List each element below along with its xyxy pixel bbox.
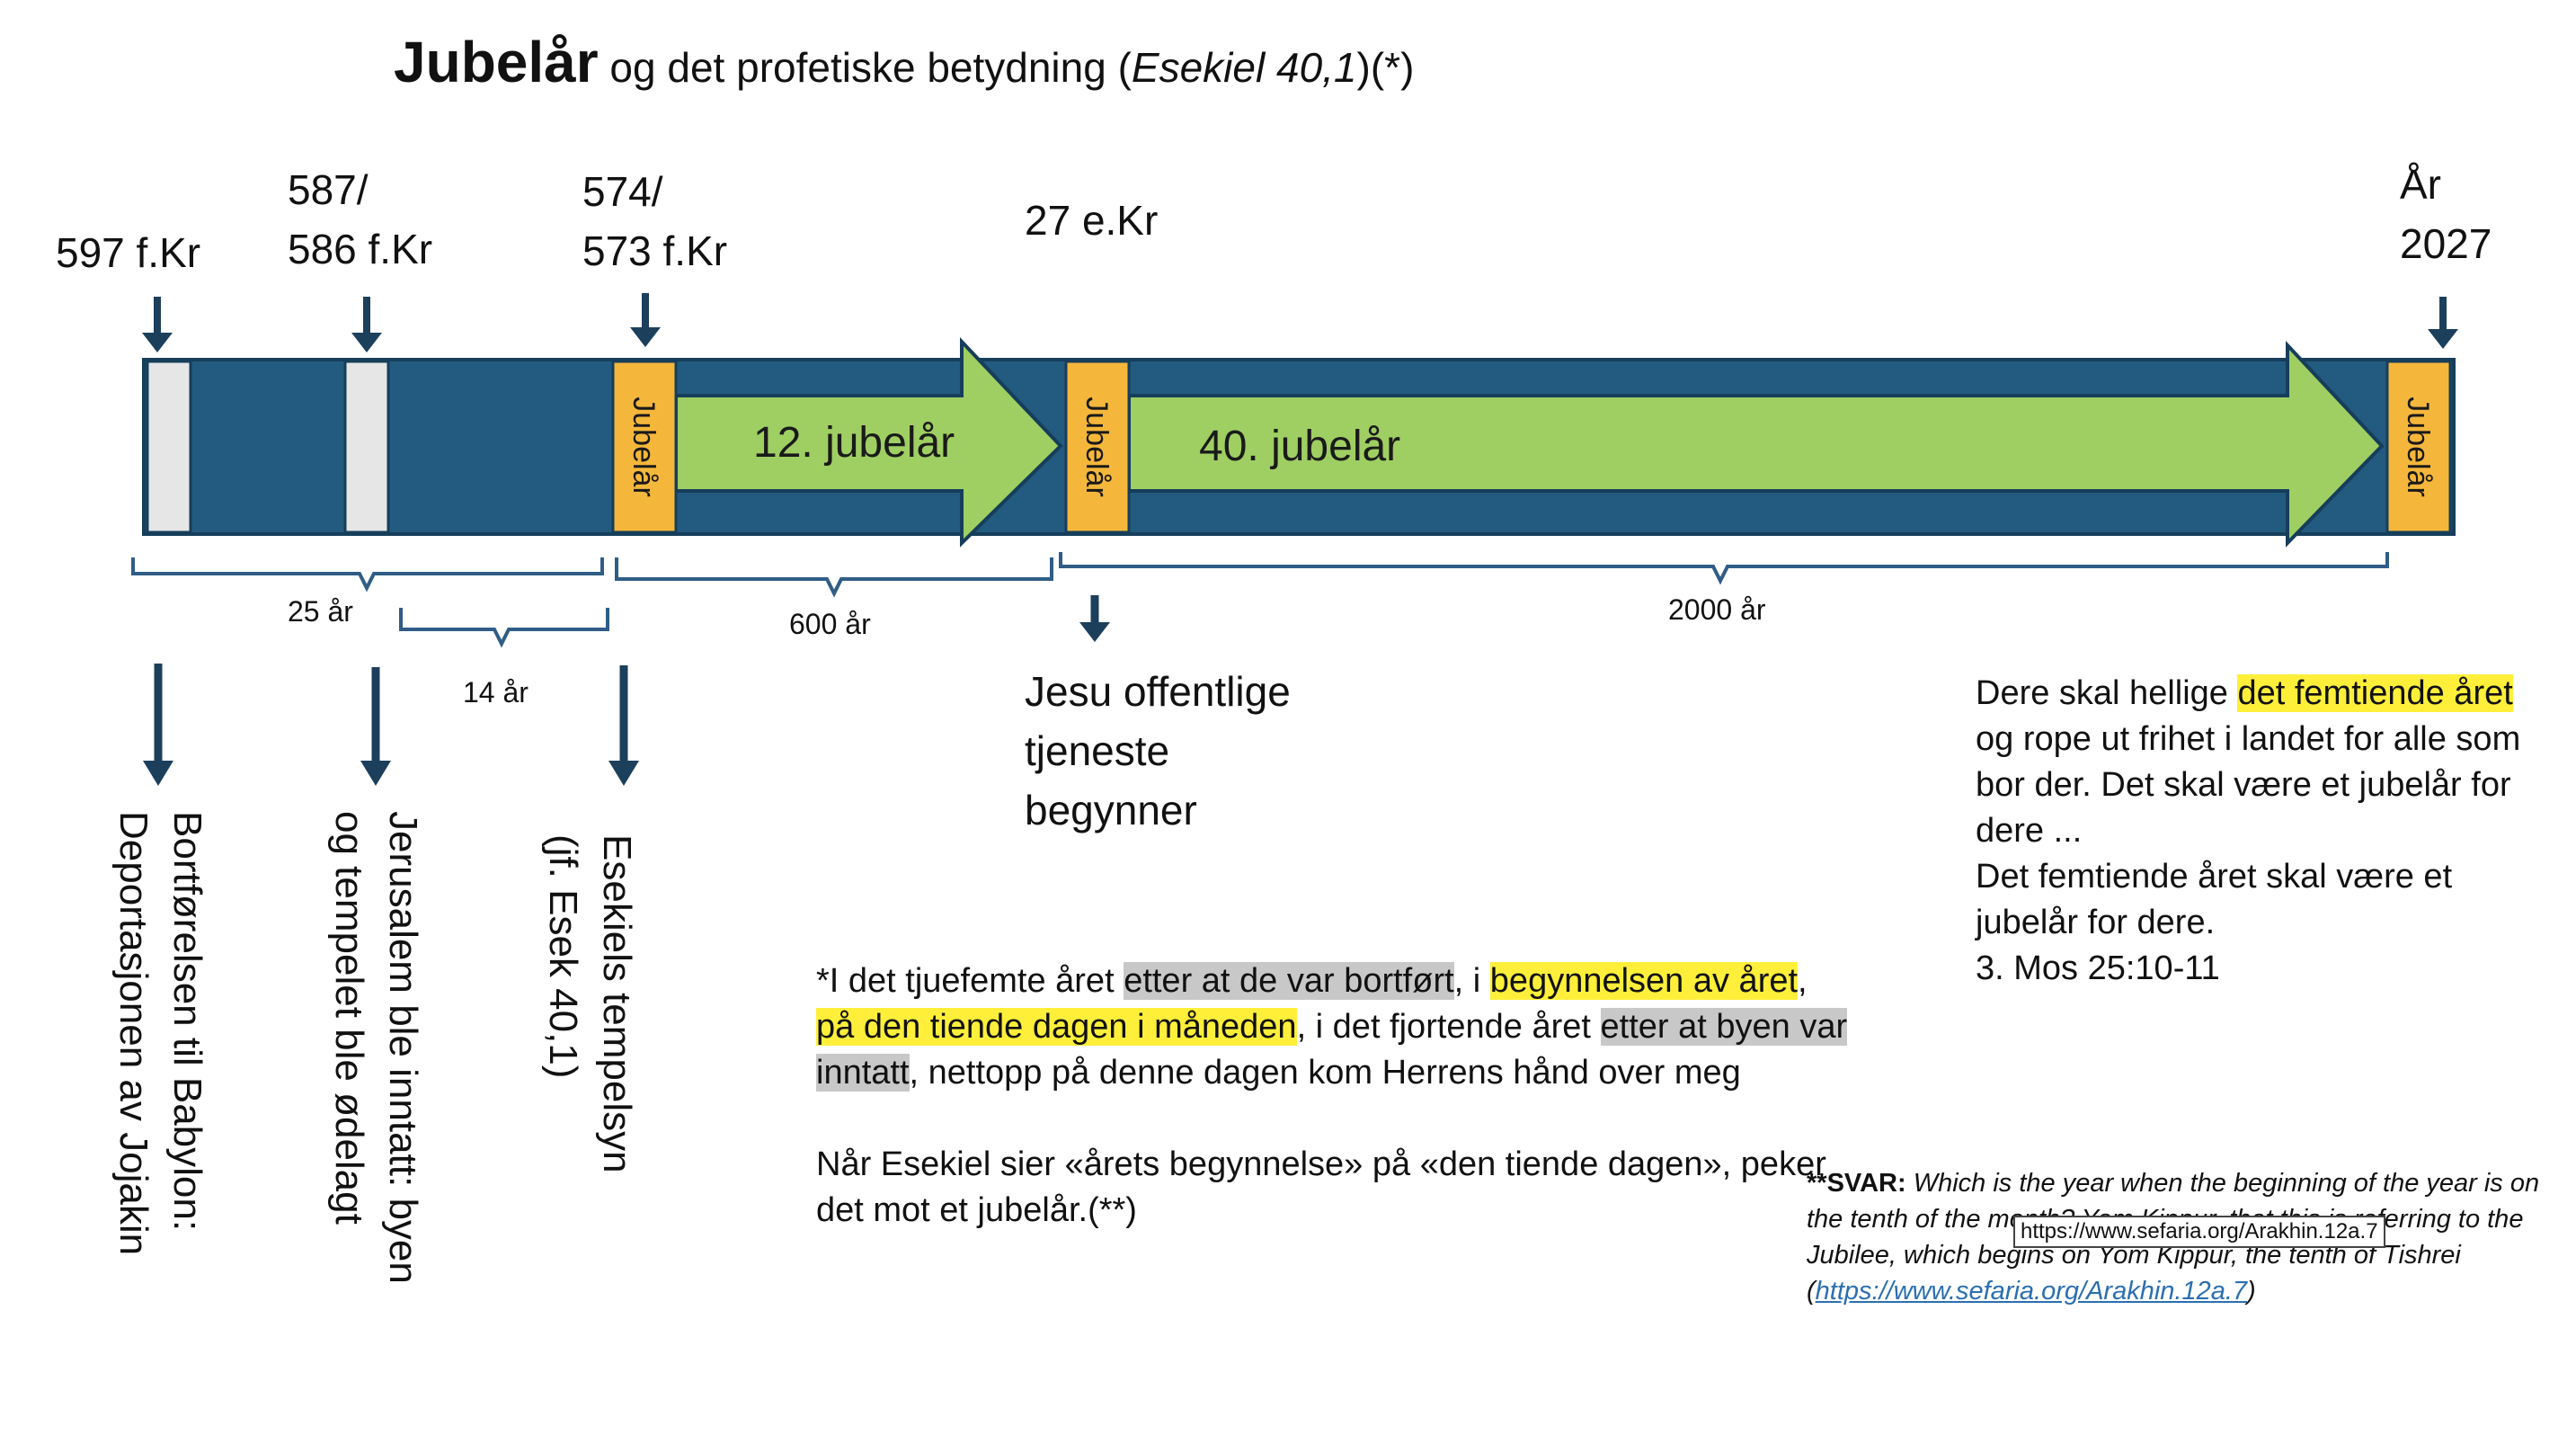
event-jesus-ministry: Jesu offentlige tjeneste begynner [1025, 668, 1291, 833]
span-brace-25 [131, 557, 604, 593]
date-27: 27 e.Kr [1025, 197, 1159, 244]
event-block-597 [146, 360, 192, 534]
link-tooltip: https://www.sefaria.org/Arakhin.12a.7 [2013, 1216, 2385, 1248]
span-label-600: 600 år [789, 608, 871, 640]
arrow-down-icon [142, 297, 173, 352]
jubilee-box-27 [1064, 360, 1131, 534]
title-rest: og det profetiske betydning ( [598, 44, 1132, 91]
jubilee-label: Jubelår [2401, 397, 2435, 497]
event-jerusalem-taken: Jerusalem ble inntatt: byen og tempelet … [327, 811, 425, 1284]
arrow-down-icon [2428, 297, 2458, 349]
span-brace-14 [399, 608, 609, 648]
span-label-14: 14 år [463, 676, 529, 709]
sefaria-link[interactable]: https://www.sefaria.org/Arakhin.12a.7 [1815, 1277, 2248, 1306]
highlight-yellow: begynnelsen av året [1489, 962, 1799, 1000]
highlight-yellow: det femtiende året [2237, 674, 2513, 712]
arrow-down-icon [143, 664, 173, 786]
ezekiel-footnote: *I det tjuefemte året etter at de var bo… [816, 958, 1850, 1234]
date-574: 574/ 573 f.Kr [582, 168, 728, 274]
arrow-label-12: 12. jubelår [753, 419, 955, 467]
date-587: 587/ 586 f.Kr [288, 166, 433, 272]
arrow-down-icon [1079, 595, 1110, 642]
arrow-down-icon [608, 665, 639, 786]
jubilee-box-2027 [2385, 360, 2452, 534]
span-brace-600 [615, 557, 1053, 598]
jubilee-label: Jubelår [1079, 397, 1114, 497]
title-reference: Esekiel 40,1 [1131, 44, 1357, 91]
event-deportation: Bortførelsen til Babylon: Deportasjonen … [111, 811, 209, 1256]
date-597: 597 f.Kr [56, 229, 201, 276]
jubilee-label: Jubelår [626, 397, 661, 497]
arrow-label-40: 40. jubelår [1199, 423, 1400, 470]
arrow-down-icon [630, 293, 661, 347]
jubilee-arrow-40 [1127, 340, 2385, 548]
span-label-25: 25 år [288, 595, 353, 628]
page-title: Jubelår og det profetiske betydning (Ese… [394, 29, 1414, 95]
footnote-paragraph-2: Når Esekiel sier «årets begynnelse» på «… [816, 1145, 1826, 1229]
svar-label: **SVAR: [1807, 1169, 1906, 1198]
event-block-587 [343, 360, 390, 534]
quote-reference: 3. Mos 25:10-11 [1976, 949, 2220, 987]
highlight-yellow: på den tiende dagen i måneden [816, 1008, 1297, 1046]
date-2027: År 2027 [2400, 161, 2492, 267]
arrow-down-icon [351, 297, 382, 352]
highlight-gray: etter at de var bortført [1124, 962, 1454, 1000]
span-brace-2000 [1059, 552, 2389, 585]
footnote-paragraph-1: *I det tjuefemte året etter at de var bo… [816, 962, 1848, 1092]
arrow-down-icon [360, 667, 391, 786]
jubilee-arrow-12 [674, 336, 1063, 548]
leviticus-quote: Dere skal hellige det femtiende året og … [1976, 674, 2521, 987]
jubilee-box-574 [611, 360, 678, 534]
span-label-2000: 2000 år [1668, 593, 1766, 626]
event-ezekiel-vision: Esekiels tempelsyn (jf. Esek 40,1) [541, 834, 639, 1173]
title-suffix: )(*) [1356, 44, 1415, 91]
title-bold: Jubelår [394, 30, 599, 94]
